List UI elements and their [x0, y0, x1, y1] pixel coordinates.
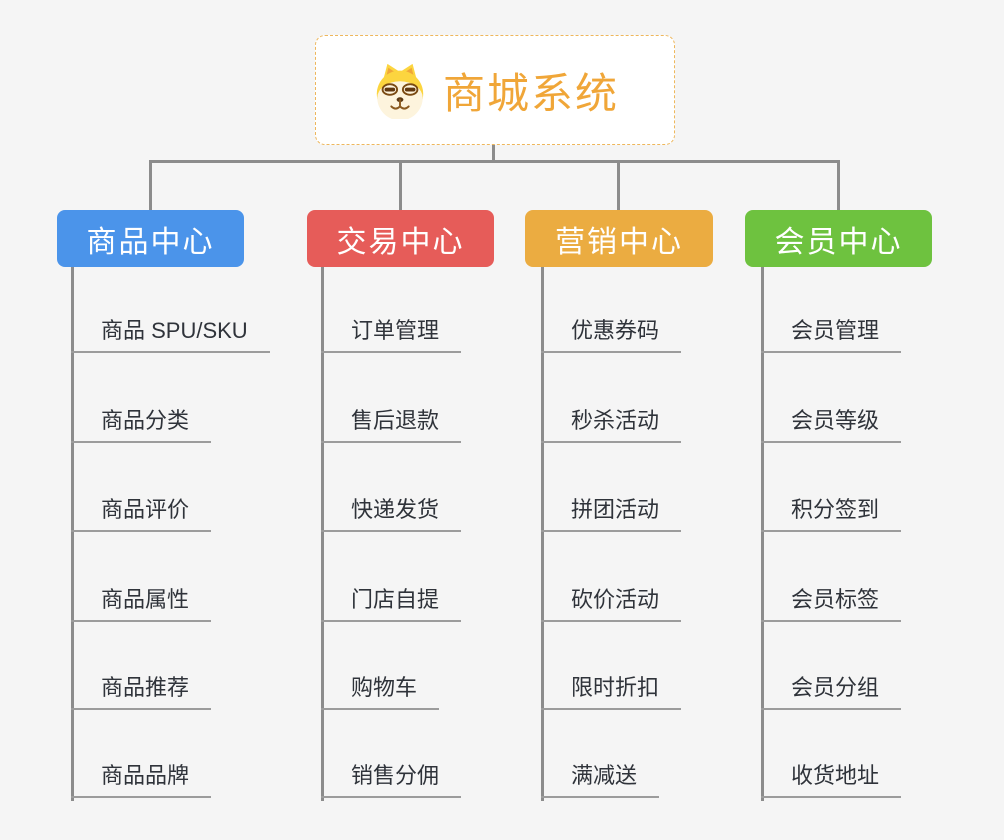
- branch-trade-center[interactable]: 交易中心: [307, 210, 494, 267]
- leaf-topic[interactable]: 商品评价: [71, 496, 212, 532]
- branch-marketing-center[interactable]: 营销中心: [525, 210, 713, 267]
- leaf-topic[interactable]: 商品分类: [71, 407, 212, 443]
- leaf-topic[interactable]: 商品推荐: [71, 674, 212, 710]
- trunk-marketing-center: [541, 267, 544, 801]
- branch-member-center[interactable]: 会员中心: [745, 210, 932, 267]
- leaf-topic[interactable]: 积分签到: [761, 496, 902, 532]
- leaf-topic[interactable]: 会员标签: [761, 586, 902, 622]
- leaf-topic[interactable]: 商品 SPU/SKU: [71, 317, 270, 353]
- root-topic-title: 商城系统: [442, 69, 619, 117]
- leaf-topic[interactable]: 满减送: [541, 762, 660, 798]
- leaf-topic[interactable]: 会员管理: [761, 317, 902, 353]
- leaf-topic[interactable]: 商品属性: [71, 586, 212, 622]
- shiba-dog-icon: [376, 63, 424, 119]
- connector-drop-product: [149, 160, 152, 210]
- trunk-member-center: [761, 267, 764, 801]
- leaf-topic[interactable]: 砍价活动: [541, 586, 682, 622]
- leaf-topic[interactable]: 销售分佣: [321, 762, 462, 798]
- connector-drop-trade: [399, 160, 402, 210]
- leaf-topic[interactable]: 订单管理: [321, 317, 462, 353]
- leaf-topic[interactable]: 收货地址: [761, 762, 902, 798]
- leaf-topic[interactable]: 会员分组: [761, 674, 902, 710]
- leaf-topic[interactable]: 拼团活动: [541, 496, 682, 532]
- branch-product-center[interactable]: 商品中心: [57, 210, 244, 267]
- leaf-topic[interactable]: 会员等级: [761, 407, 902, 443]
- trunk-trade-center: [321, 267, 324, 801]
- leaf-topic[interactable]: 秒杀活动: [541, 407, 682, 443]
- connector-drop-member: [837, 160, 840, 210]
- leaf-topic[interactable]: 快递发货: [321, 496, 462, 532]
- connector-root-stub: [492, 145, 495, 163]
- connector-drop-marketing: [617, 160, 620, 210]
- trunk-product-center: [71, 267, 74, 801]
- leaf-topic[interactable]: 售后退款: [321, 407, 462, 443]
- root-topic[interactable]: 商城系统: [315, 35, 675, 145]
- leaf-topic[interactable]: 优惠券码: [541, 317, 682, 353]
- leaf-topic[interactable]: 购物车: [321, 674, 440, 710]
- leaf-topic[interactable]: 商品品牌: [71, 762, 212, 798]
- leaf-topic[interactable]: 限时折扣: [541, 674, 682, 710]
- leaf-topic[interactable]: 门店自提: [321, 586, 462, 622]
- connector-horizontal: [149, 160, 840, 163]
